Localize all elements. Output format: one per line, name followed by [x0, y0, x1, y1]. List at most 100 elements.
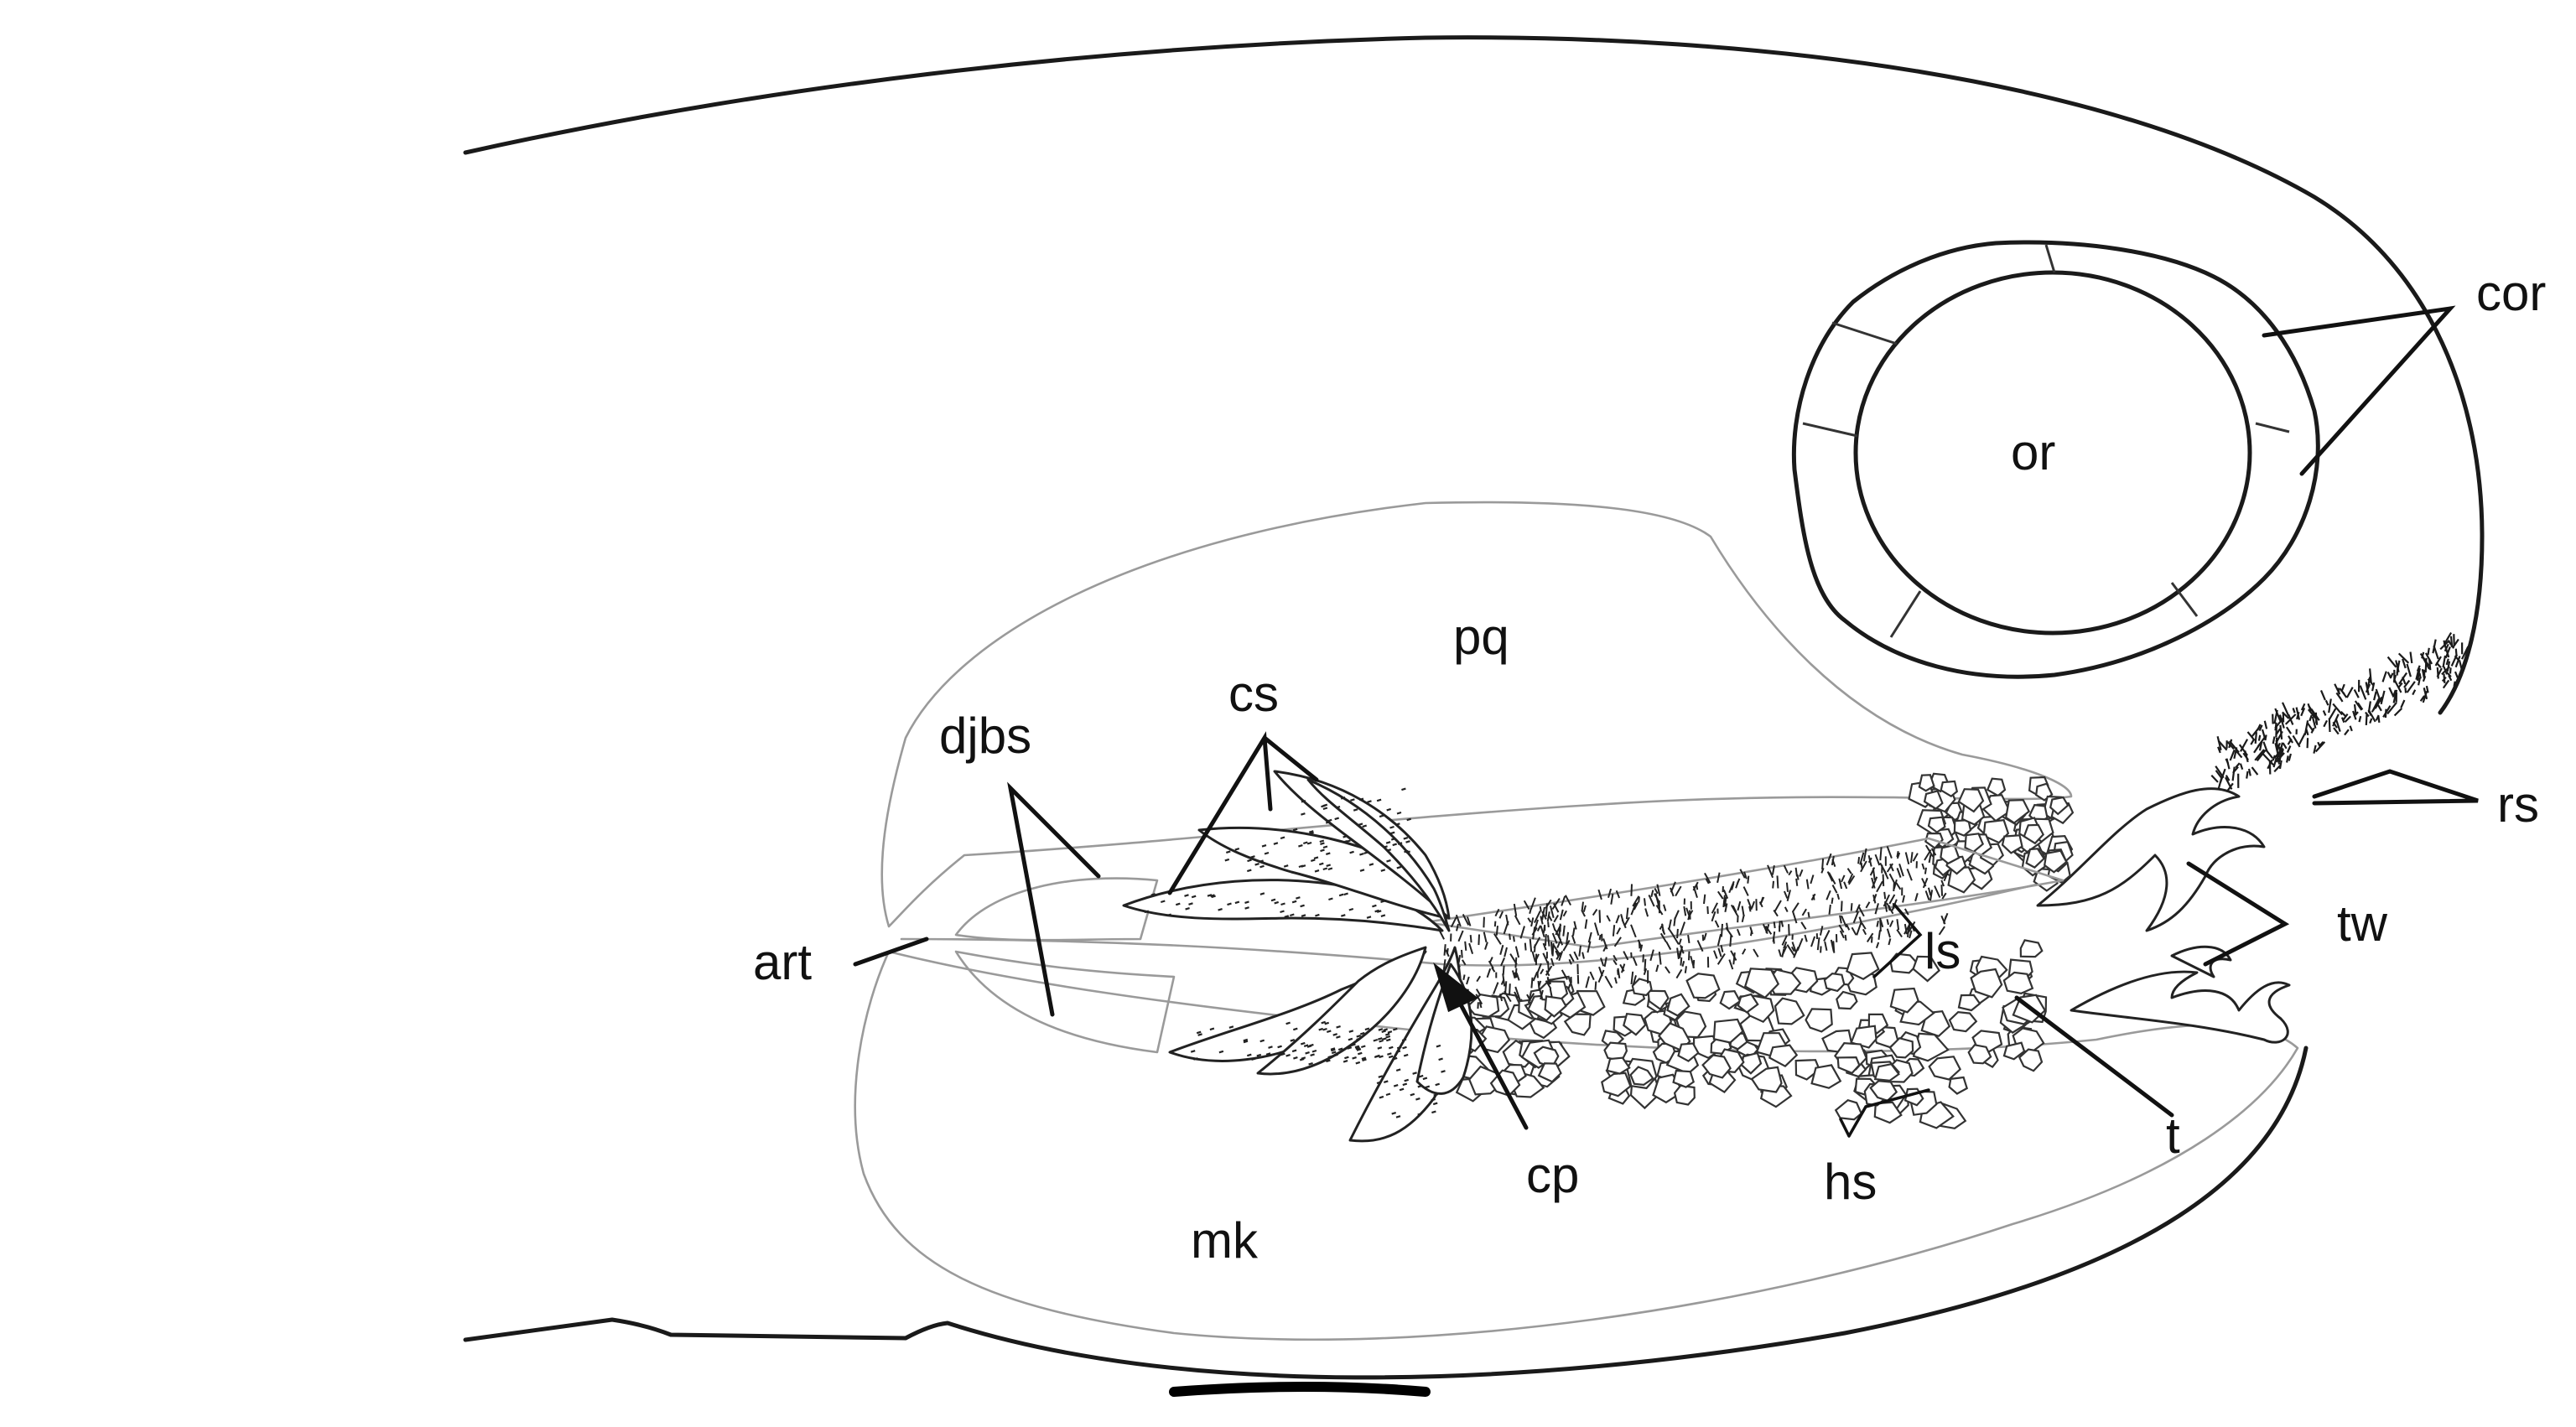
denticle [1888, 894, 1896, 905]
denticle [1724, 903, 1728, 912]
label-rs: rs [2497, 776, 2539, 833]
leader-cor [2262, 305, 2456, 476]
rostral-scale [2444, 643, 2450, 658]
spine-dash [1251, 1057, 1256, 1061]
denticle [1851, 926, 1857, 936]
denticle [1928, 854, 1932, 864]
rostral-scale [2365, 711, 2370, 718]
rostral-scale [2317, 741, 2321, 748]
denticle [1684, 966, 1687, 973]
spine-dash [1356, 1037, 1361, 1041]
hyoid-scale [1889, 987, 1919, 1014]
spine-dash [1374, 909, 1379, 913]
denticle [1741, 914, 1745, 923]
denticle [1602, 938, 1608, 950]
spine-dash [1377, 1046, 1383, 1050]
spine-dash [1349, 850, 1354, 854]
denticle [1573, 951, 1579, 961]
denticle [1655, 964, 1659, 973]
denticle [1688, 951, 1690, 961]
rostral-scale [2334, 719, 2341, 732]
spine-dash [1385, 841, 1391, 844]
denticle [1559, 909, 1564, 921]
denticle [1906, 868, 1913, 881]
label-art: art [753, 934, 812, 990]
spine-dash [1385, 1038, 1391, 1042]
denticle [1542, 942, 1547, 951]
rostral-scale [2445, 671, 2452, 677]
denticle [1598, 910, 1602, 923]
curved-spine-4 [1306, 778, 1451, 932]
denticle [1796, 874, 1800, 880]
spine-dash [1376, 1081, 1382, 1085]
rostral-scale [2423, 688, 2428, 700]
denticle [1780, 920, 1784, 927]
denticle [1450, 916, 1457, 928]
hyoid-scale [1629, 1066, 1654, 1087]
spine-dash [1197, 1033, 1202, 1036]
hyoid-scale [1888, 1036, 1914, 1059]
denticle [1874, 854, 1881, 866]
rostral-scale [2278, 714, 2285, 729]
spine-dash [1261, 844, 1267, 848]
denticle [1446, 947, 1449, 955]
denticle [1898, 863, 1904, 877]
rostral-scale [2434, 656, 2442, 667]
denticle [1545, 934, 1547, 947]
rostral-scale [2226, 741, 2235, 750]
spine-dash [1380, 900, 1385, 904]
denticle [1862, 848, 1867, 862]
denticle [1888, 938, 1892, 946]
denticle [1839, 915, 1842, 924]
denticle [1549, 905, 1555, 918]
spine-dash [1338, 893, 1344, 897]
denticle [1807, 911, 1810, 918]
denticle [1551, 923, 1556, 931]
denticle [1469, 935, 1472, 943]
rostral-scale [2275, 724, 2277, 738]
hyoid-scale [1737, 993, 1759, 1014]
denticle [1555, 929, 1562, 941]
rostral-scale [2389, 672, 2394, 679]
denticle [1625, 907, 1629, 920]
spine-dash [1396, 865, 1402, 869]
spine-dash [1367, 800, 1372, 803]
denticle [1704, 872, 1711, 884]
spine-dash [1310, 859, 1316, 862]
rostral-scale [2369, 668, 2372, 683]
spine-dash [1321, 1020, 1327, 1025]
rostral-scale [2386, 702, 2397, 715]
spine-dash [1291, 900, 1297, 904]
spine-dash [1314, 869, 1320, 873]
spine-dash [1305, 1051, 1310, 1055]
rostral-scale [2393, 708, 2403, 717]
denticle [1800, 921, 1807, 930]
denticle [1643, 968, 1648, 976]
spine-dash [1244, 906, 1249, 910]
rostral-scale [2359, 685, 2367, 700]
hyoid-scale [1873, 1062, 1900, 1082]
rostral-scale [2392, 689, 2397, 697]
spine-dash [1393, 1084, 1399, 1087]
spine-dash [1310, 1053, 1315, 1056]
rostral-scale [2442, 679, 2450, 689]
spine-dash [1392, 1056, 1398, 1061]
denticle [1692, 881, 1699, 891]
denticle [1654, 893, 1660, 907]
hyoid-scale [1823, 972, 1846, 993]
denticle [1871, 877, 1876, 889]
lateral-scale [2001, 834, 2023, 854]
rostral-scale [2319, 741, 2324, 746]
hyoid-scale [1666, 993, 1690, 1017]
hyoid-scale [1928, 1056, 1961, 1081]
rostral-scale [2365, 682, 2370, 696]
spine-dash [1431, 1110, 1436, 1114]
spine-dash [1333, 1053, 1338, 1057]
spine-dash [1356, 1048, 1362, 1051]
spine-dash [1368, 863, 1374, 866]
denticle [1879, 862, 1888, 875]
denticle [1680, 944, 1685, 954]
denticle [1846, 868, 1852, 874]
spine-dash [1247, 859, 1252, 863]
denticle [1774, 900, 1782, 913]
